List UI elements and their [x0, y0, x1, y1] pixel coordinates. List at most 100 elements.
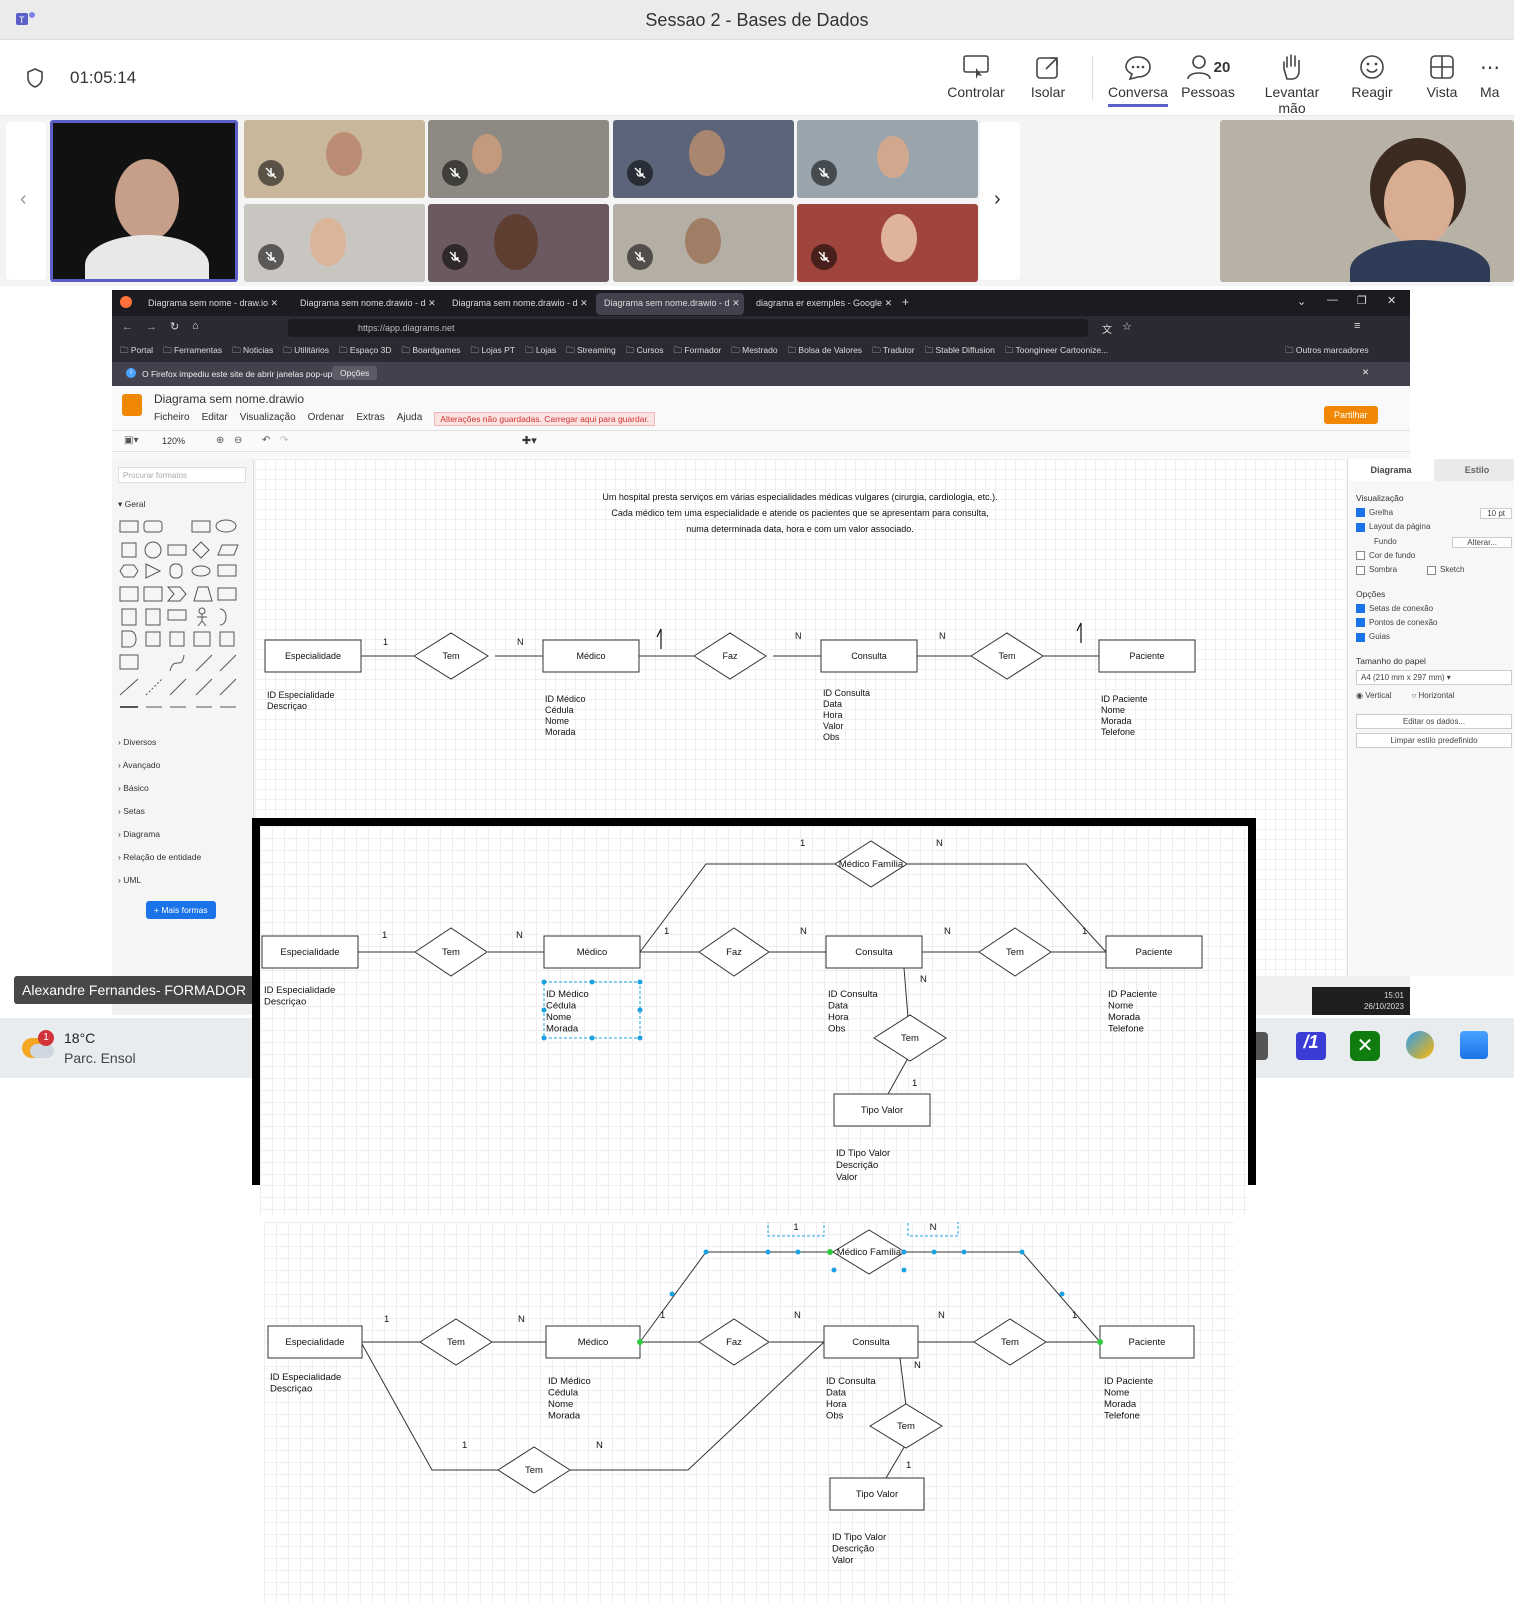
- menu-extras[interactable]: Extras: [356, 412, 385, 423]
- entity-box[interactable]: [1099, 1325, 1195, 1359]
- horizontal-radio[interactable]: ○ Horizontal: [1411, 690, 1455, 700]
- more-shapes-button[interactable]: + Mais formas: [146, 901, 216, 919]
- entity-box[interactable]: [1105, 935, 1203, 969]
- clear-style-button[interactable]: Limpar estilo predefinido: [1356, 732, 1512, 748]
- bookmark-item[interactable]: 🗀 Lojas PT: [470, 345, 515, 355]
- entity-box[interactable]: [829, 1477, 925, 1511]
- zoom-in-icon[interactable]: ⊕: [216, 435, 225, 446]
- tab-list-icon[interactable]: ⌄: [1297, 296, 1307, 308]
- relationship-diamond[interactable]: [869, 1403, 943, 1449]
- guides-option[interactable]: Guias: [1356, 632, 1512, 642]
- entity-box[interactable]: [833, 1093, 931, 1127]
- popup-options-button[interactable]: Opções: [332, 366, 378, 380]
- share-button[interactable]: Partilhar: [1324, 406, 1378, 424]
- bookmark-item[interactable]: 🗀 Espaço 3D: [339, 345, 392, 355]
- change-background-button[interactable]: Alterar...: [1452, 536, 1512, 548]
- new-tab-button[interactable]: +: [902, 295, 910, 309]
- maximize-button[interactable]: ❐: [1357, 295, 1367, 307]
- entity-box[interactable]: [543, 935, 641, 969]
- redo-icon[interactable]: ↷: [280, 435, 289, 446]
- relationship-diamond[interactable]: [419, 1318, 493, 1366]
- shape-section[interactable]: › Relação de entidade: [118, 852, 202, 862]
- vertical-radio[interactable]: ◉ Vertical: [1356, 690, 1392, 700]
- participant-tile[interactable]: [797, 204, 978, 282]
- xbox-icon[interactable]: ✕: [1350, 1031, 1380, 1061]
- gallery-prev-button[interactable]: ‹: [6, 122, 46, 280]
- bookmark-item[interactable]: 🗀 Bolsa de Valores: [787, 345, 863, 355]
- edit-data-button[interactable]: Editar os dados...: [1356, 713, 1512, 729]
- relationship-diamond[interactable]: [834, 840, 908, 888]
- menu-ficheiro[interactable]: Ficheiro: [154, 412, 190, 423]
- bookmark-item[interactable]: 🗀 Boardgames: [401, 345, 461, 355]
- entity-box[interactable]: [1098, 639, 1196, 673]
- entity-box[interactable]: [823, 1325, 919, 1359]
- bookmark-item[interactable]: 🗀 Portal: [120, 345, 154, 355]
- participant-tile[interactable]: [428, 120, 609, 198]
- gallery-next-button[interactable]: ›: [980, 122, 1020, 280]
- grid-size-input[interactable]: 10 pt: [1480, 508, 1512, 519]
- shape-section[interactable]: › Diagrama: [118, 829, 161, 839]
- relationship-diamond[interactable]: [698, 1318, 770, 1366]
- tab-diagrama[interactable]: Diagrama: [1348, 459, 1434, 481]
- entity-box[interactable]: [825, 935, 923, 969]
- relationship-diamond[interactable]: [497, 1446, 571, 1494]
- bookmark-item[interactable]: 🗀 Lojas: [524, 345, 557, 355]
- menu-ajuda[interactable]: Ajuda: [396, 412, 423, 423]
- participant-tile[interactable]: [797, 120, 978, 198]
- reload-icon[interactable]: ↻: [170, 321, 180, 333]
- entity-box[interactable]: [545, 1325, 641, 1359]
- bookmark-item[interactable]: 🗀 Formador: [673, 345, 722, 355]
- bgcolor-option[interactable]: Cor de fundo: [1356, 551, 1512, 561]
- bookmark-item[interactable]: 🗀 Mestrado: [731, 345, 778, 355]
- relationship-diamond[interactable]: [873, 1014, 947, 1062]
- browser-tab[interactable]: diagrama er exemples - Google ✕: [756, 298, 893, 308]
- participant-tile-large[interactable]: [1220, 120, 1514, 282]
- bookmark-item[interactable]: 🗀 Tradutor: [872, 345, 915, 355]
- tab-estilo[interactable]: Estilo: [1434, 459, 1514, 481]
- levantar-mao-button[interactable]: Levantar mão: [1250, 50, 1334, 116]
- isolar-button[interactable]: Isolar: [1010, 50, 1086, 100]
- close-notice-icon[interactable]: ✕: [1362, 367, 1370, 377]
- forward-icon[interactable]: →: [146, 321, 157, 333]
- zoom-out-icon[interactable]: ⊖: [234, 435, 243, 446]
- relationship-diamond[interactable]: [693, 632, 767, 680]
- bookmark-item[interactable]: 🗀 Streaming: [566, 345, 616, 355]
- pessoas-button[interactable]: 20 Pessoas: [1170, 50, 1246, 100]
- conversa-button[interactable]: Conversa: [1100, 50, 1176, 107]
- insert-icon[interactable]: ✚▾: [522, 435, 537, 447]
- entity-box[interactable]: [542, 639, 640, 673]
- shape-section[interactable]: › UML: [118, 875, 142, 885]
- bookmark-item[interactable]: 🗀 Outros marcadores: [1285, 345, 1369, 355]
- entity-box[interactable]: [261, 935, 359, 969]
- shape-section[interactable]: › Setas: [118, 806, 145, 816]
- bookmark-item[interactable]: 🗀 Stable Diffusion: [924, 345, 995, 355]
- bookmark-item[interactable]: 🗀 Utilitários: [283, 345, 330, 355]
- browser-tab[interactable]: Diagrama sem nome.drawio - d ✕: [452, 298, 588, 308]
- participant-tile[interactable]: [613, 120, 794, 198]
- undo-icon[interactable]: ↶: [262, 435, 271, 446]
- shape-palette[interactable]: [118, 515, 248, 710]
- bookmark-item[interactable]: 🗀 Toongineer Cartoonize...: [1004, 345, 1109, 355]
- translate-icon[interactable]: 文: [1102, 325, 1112, 336]
- participant-tile-active[interactable]: [50, 120, 238, 282]
- browser-tab-active[interactable]: Diagrama sem nome.drawio - d ✕: [596, 293, 744, 315]
- relationship-diamond[interactable]: [978, 927, 1052, 977]
- vista-button[interactable]: Vista: [1404, 50, 1480, 100]
- bookmark-item[interactable]: 🗀 Noticias: [232, 345, 274, 355]
- diagram-filename[interactable]: Diagrama sem nome.drawio: [154, 392, 305, 406]
- bookmark-item[interactable]: 🗀 Ferramentas: [163, 345, 223, 355]
- menu-icon[interactable]: ≡: [1354, 320, 1361, 332]
- browser-tab[interactable]: Diagrama sem nome.drawio - d ✕: [300, 298, 436, 308]
- relationship-diamond[interactable]: [698, 927, 770, 977]
- photos-icon[interactable]: [1460, 1031, 1488, 1059]
- app-icon[interactable]: /1: [1296, 1032, 1326, 1060]
- shape-section[interactable]: › Avançado: [118, 760, 161, 770]
- bookmark-star-icon[interactable]: ☆: [1122, 321, 1132, 333]
- globe-app-icon[interactable]: [1406, 1031, 1434, 1059]
- menu-editar[interactable]: Editar: [201, 412, 228, 423]
- relationship-diamond[interactable]: [970, 632, 1044, 680]
- minimize-button[interactable]: —: [1327, 294, 1338, 306]
- search-shapes-input[interactable]: Procurar formatos: [118, 467, 246, 483]
- paper-size-select[interactable]: A4 (210 mm x 297 mm) ▾: [1356, 669, 1512, 685]
